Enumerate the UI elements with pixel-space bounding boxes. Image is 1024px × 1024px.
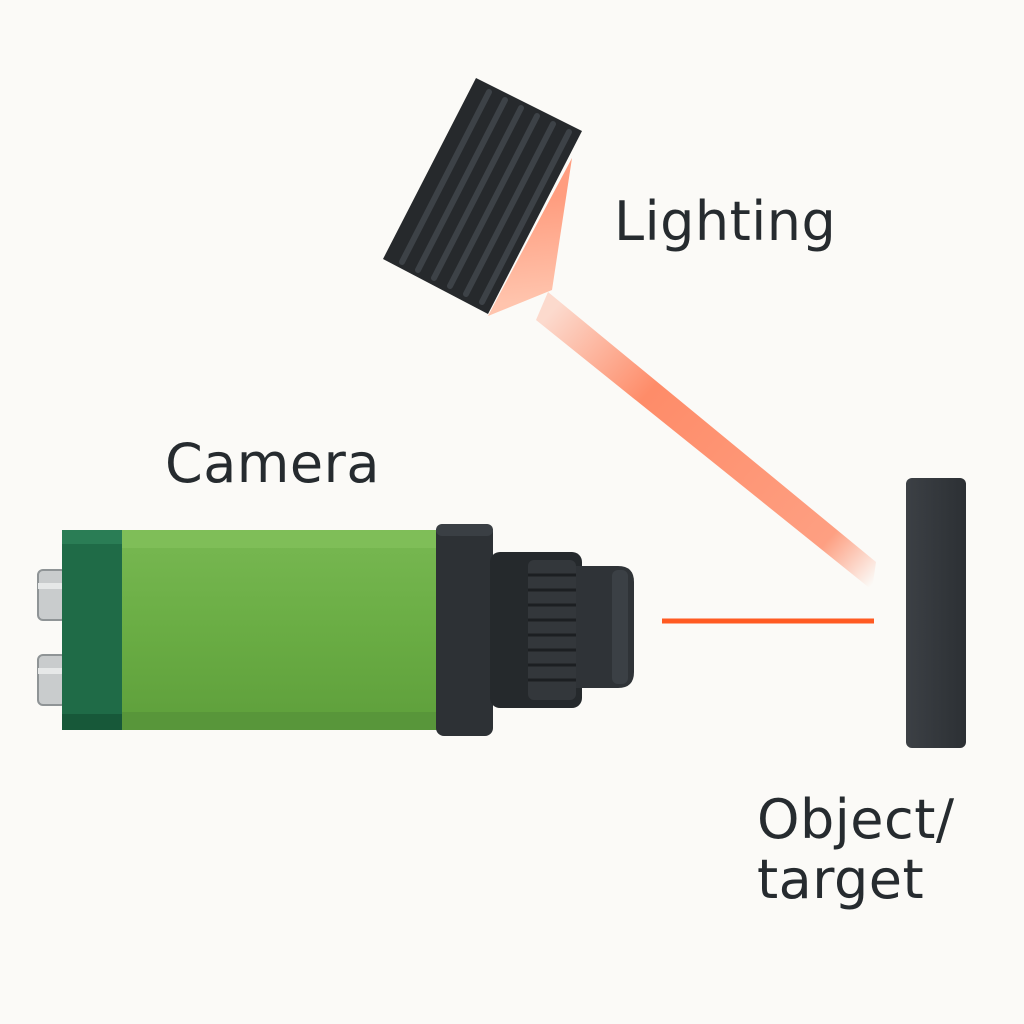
camera-connector-bottom: [37, 654, 67, 706]
camera-back-plate: [62, 530, 125, 730]
light-cone: [488, 158, 572, 316]
light-icon: [383, 78, 582, 314]
light-beam: [536, 292, 876, 590]
object-target-label: Object/ target: [757, 788, 1017, 912]
camera-front-mount: [436, 524, 493, 736]
object-label-line2: target: [757, 848, 925, 912]
camera-icon: [37, 524, 634, 736]
lens-focus-ring: [528, 560, 576, 700]
camera-connector-top: [37, 569, 67, 621]
camera-label: Camera: [165, 432, 380, 495]
camera-body: [122, 530, 442, 730]
object-label-line1: Object/: [757, 788, 955, 851]
target-object-icon: [906, 478, 966, 748]
lighting-label: Lighting: [614, 190, 837, 253]
